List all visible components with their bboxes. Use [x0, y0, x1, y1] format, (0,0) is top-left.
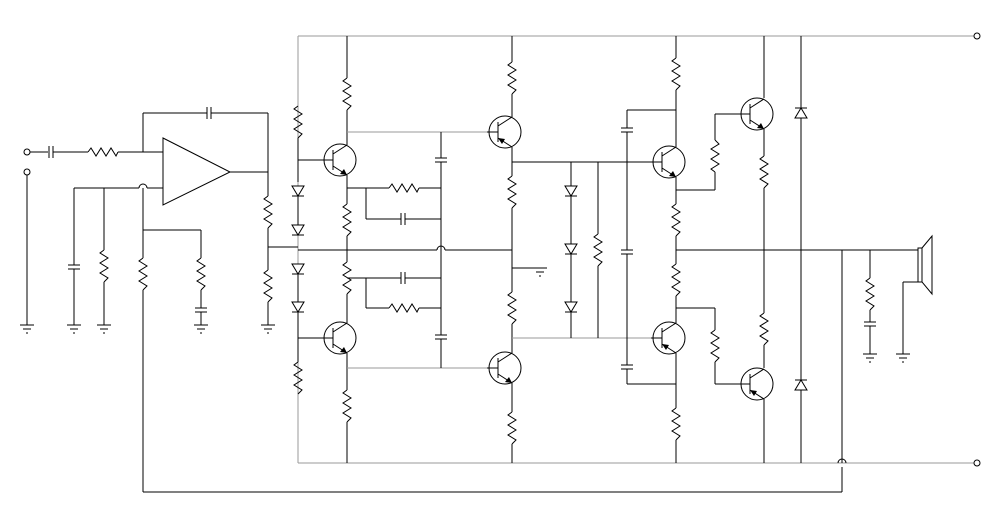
diode [564, 185, 578, 197]
input-capacitor [48, 146, 54, 158]
resistor [671, 407, 681, 441]
input-stage [20, 146, 163, 334]
diode [291, 224, 305, 236]
resistor [293, 361, 303, 395]
input-resistor [87, 147, 119, 158]
op-amp-triangle [162, 137, 232, 206]
bias-network [512, 109, 676, 385]
left-bias-network [67, 249, 842, 493]
diode [291, 301, 305, 313]
diode [291, 185, 305, 197]
resistor [342, 389, 352, 423]
resistor [759, 155, 769, 189]
feedback-resistor [138, 257, 148, 291]
resistor [263, 195, 273, 229]
capacitor [621, 127, 633, 133]
q6-transistor [651, 321, 686, 355]
diode [291, 263, 305, 275]
resistor [507, 411, 517, 445]
resistor [865, 277, 875, 311]
capacitor [400, 272, 406, 284]
q7-transistor [740, 97, 774, 131]
resistor [388, 303, 420, 314]
resistor [710, 329, 720, 363]
diode [564, 243, 578, 255]
ground-symbol [533, 267, 547, 277]
ground-symbol [261, 324, 275, 334]
q8-transistor [740, 367, 774, 401]
ground-symbol [896, 353, 910, 363]
resistor [507, 175, 517, 209]
positive-supply-terminal[interactable] [973, 32, 981, 40]
resistor [507, 61, 517, 95]
diode [564, 301, 578, 313]
bottom-rc-network [347, 250, 447, 368]
resistor [342, 77, 352, 111]
flyback-diodes [794, 36, 808, 463]
resistor [342, 203, 352, 237]
feedback-capacitor [206, 107, 212, 119]
resistor [293, 105, 303, 139]
resistor [507, 291, 517, 325]
q1-transistor [322, 143, 357, 177]
resistor [263, 269, 273, 303]
capacitor [435, 157, 447, 163]
capacitor [435, 334, 447, 340]
speaker-icon [896, 234, 933, 363]
negative-supply-terminal[interactable] [973, 459, 981, 467]
capacitor [400, 213, 406, 225]
ground-symbol [863, 353, 877, 363]
diode [794, 107, 808, 119]
resistor [196, 257, 206, 291]
q5-transistor [651, 145, 686, 179]
q2-transistor [322, 321, 357, 355]
top-rc-network [347, 132, 447, 250]
diode [794, 379, 808, 391]
resistor [593, 233, 603, 267]
input-terminal[interactable] [23, 148, 31, 156]
resistor [710, 139, 720, 173]
ground-symbol [20, 324, 34, 334]
resistor [759, 312, 769, 346]
capacitor [621, 249, 633, 255]
diode-string [291, 105, 322, 395]
ground-symbol [194, 324, 208, 334]
resistor [671, 263, 681, 297]
capacitor [621, 364, 633, 370]
resistor [99, 249, 109, 283]
resistor [671, 57, 681, 91]
ground-symbol [97, 324, 111, 334]
zobel-network [863, 250, 877, 363]
op-amp [73, 107, 269, 265]
capacitor [68, 264, 80, 270]
input-ground-terminal[interactable] [23, 168, 31, 176]
resistor [388, 183, 420, 194]
capacitor [864, 321, 876, 327]
q4-transistor [487, 351, 522, 385]
driver-bias-divider [261, 195, 298, 334]
q3-transistor [487, 115, 522, 149]
capacitor [195, 307, 207, 313]
resistor [671, 203, 681, 237]
ground-symbol [67, 324, 81, 334]
